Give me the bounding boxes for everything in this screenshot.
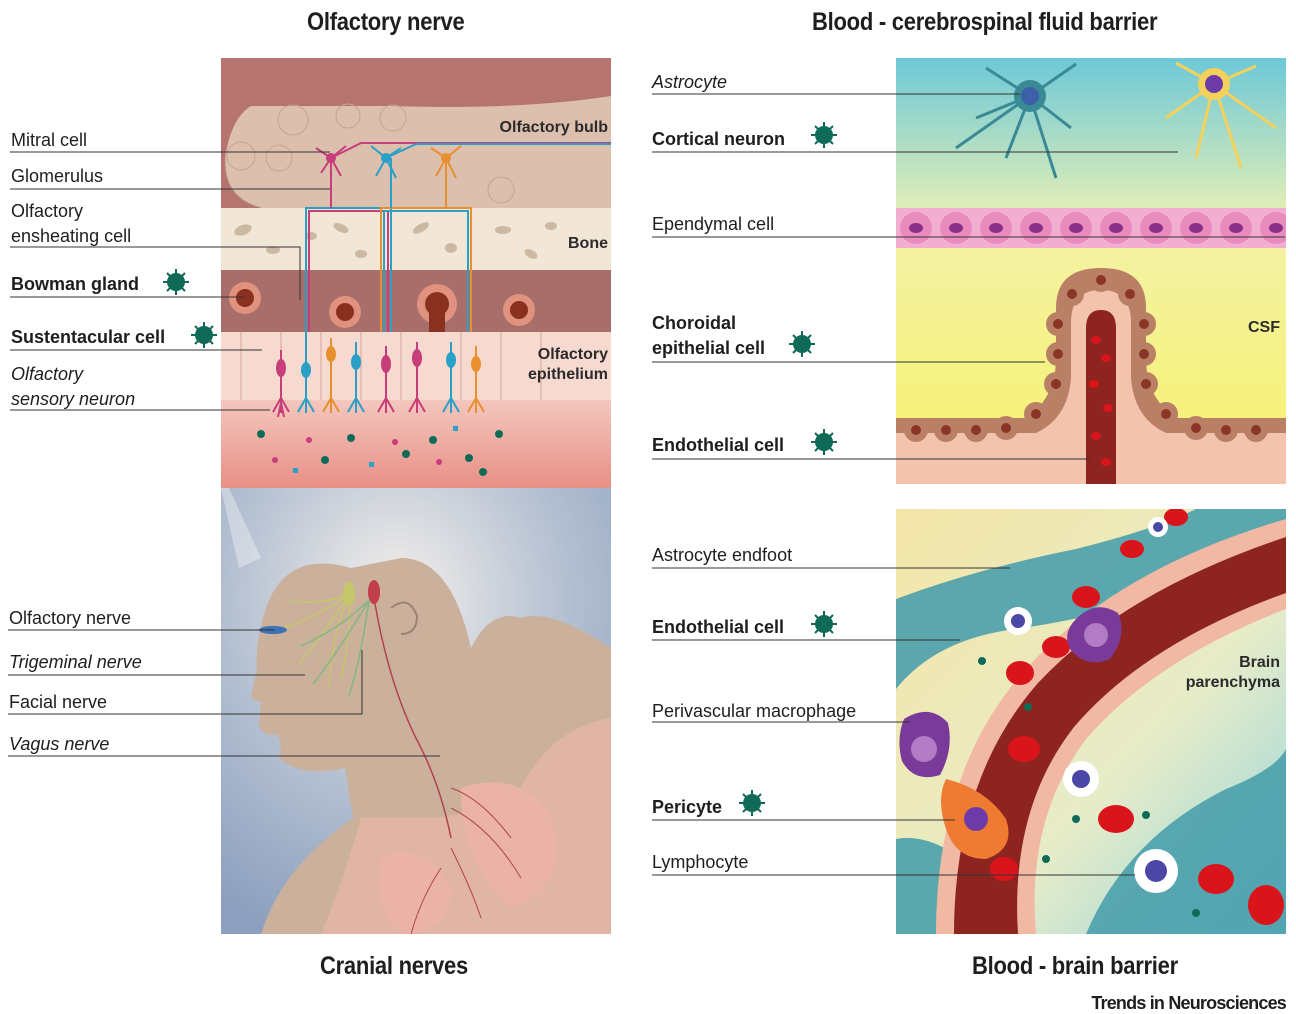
virus-icon-cortical — [811, 122, 837, 148]
oec-label-line1: Olfactory — [11, 200, 131, 222]
brain-parenchyma-label: Brain parenchyma — [1160, 653, 1280, 693]
virus-icon-sustentacular — [191, 322, 217, 348]
choroidal-label-line2: epithelial cell — [652, 337, 765, 359]
lymphocyte-label: Lymphocyte — [652, 851, 748, 873]
mitral-cell-label: Mitral cell — [11, 129, 87, 151]
endothelial-cell-bcsf-label: Endothelial cell — [652, 434, 784, 456]
pericyte-label: Pericyte — [652, 796, 722, 818]
bbb-title: Blood - brain barrier — [972, 952, 1178, 981]
trigeminal-nerve-label: Trigeminal nerve — [9, 651, 142, 673]
sustentacular-cell-label: Sustentacular cell — [11, 326, 165, 348]
cortical-neuron-label: Cortical neuron — [652, 128, 785, 150]
journal-credit: Trends in Neurosciences — [1091, 993, 1286, 1014]
olfactory-nerve-label: Olfactory nerve — [9, 607, 131, 629]
virus-icon-endothelial-bcsf — [811, 429, 837, 455]
bone-label: Bone — [540, 234, 608, 254]
cranial-nerves-title: Cranial nerves — [320, 952, 468, 981]
olfactory-bulb-label: Olfactory bulb — [468, 118, 608, 138]
osn-label-line1: Olfactory — [11, 363, 135, 385]
astrocyte-endfoot-label: Astrocyte endfoot — [652, 544, 792, 566]
parenchyma-label-line1: Brain — [1160, 653, 1280, 673]
osn-label-line2: sensory neuron — [11, 388, 135, 410]
perivascular-macrophage-label: Perivascular macrophage — [652, 700, 856, 722]
bcsf-barrier-title: Blood - cerebrospinal fluid barrier — [812, 8, 1157, 37]
olfactory-ensheathing-cell-label: Olfactory ensheating cell — [11, 200, 131, 247]
epithelium-label-line2: epithelium — [500, 365, 608, 385]
parenchyma-label-line2: parenchyma — [1160, 673, 1280, 693]
olfactory-sensory-neuron-label: Olfactory sensory neuron — [11, 363, 135, 410]
csf-label: CSF — [1220, 318, 1280, 338]
olfactory-epithelium-label: Olfactory epithelium — [500, 345, 608, 385]
bbb-illustration — [896, 509, 1286, 934]
astrocyte-label: Astrocyte — [652, 71, 727, 93]
virus-icon-endothelial-bbb — [811, 611, 837, 637]
oec-label-line2: ensheating cell — [11, 225, 131, 247]
choroidal-label-line1: Choroidal — [652, 312, 765, 334]
ependymal-cell-label: Ependymal cell — [652, 213, 774, 235]
bcsf-illustration — [896, 58, 1286, 484]
virus-icon-bowman — [163, 269, 189, 295]
endothelial-cell-bbb-label: Endothelial cell — [652, 616, 784, 638]
glomerulus-label: Glomerulus — [11, 165, 103, 187]
olfactory-nerve-title: Olfactory nerve — [307, 8, 464, 37]
epithelium-label-line1: Olfactory — [500, 345, 608, 365]
virus-icon-pericyte — [739, 790, 765, 816]
bowman-gland-label: Bowman gland — [11, 273, 139, 295]
vagus-nerve-label: Vagus nerve — [9, 733, 109, 755]
choroidal-epithelial-cell-label: Choroidal epithelial cell — [652, 312, 765, 359]
facial-nerve-label: Facial nerve — [9, 691, 107, 713]
cranial-illustration — [221, 488, 611, 934]
virus-icon-choroidal — [789, 331, 815, 357]
